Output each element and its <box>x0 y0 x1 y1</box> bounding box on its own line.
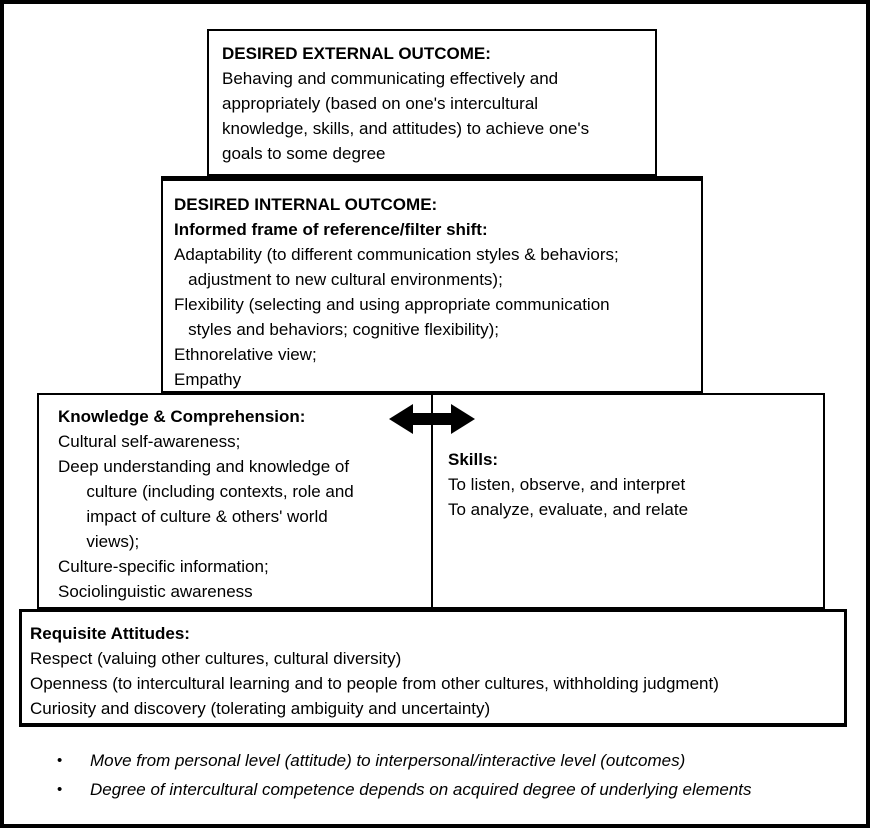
internal-outcome-title: DESIRED INTERNAL OUTCOME: <box>174 195 438 214</box>
text-line: culture (including contexts, role and <box>58 482 354 501</box>
footnote-item: • Move from personal level (attitude) to… <box>57 746 837 775</box>
skills-title: Skills: <box>448 450 499 469</box>
text-line: Cultural self-awareness; <box>58 432 241 451</box>
text-line: appropriately (based on one's intercultu… <box>222 94 539 113</box>
bullet-icon: • <box>57 781 63 798</box>
footnote-text: Degree of intercultural competence depen… <box>90 780 752 799</box>
text-line: Flexibility (selecting and using appropr… <box>174 295 610 314</box>
double-arrow-icon <box>389 404 475 434</box>
attitudes-title: Requisite Attitudes: <box>30 624 190 643</box>
text-line: Culture-specific information; <box>58 557 269 576</box>
footnote-item: • Degree of intercultural competence dep… <box>57 775 837 804</box>
box-knowledge-and-skills: Knowledge & Comprehension: Cultural self… <box>37 393 825 609</box>
text-line: styles and behaviors; cognitive flexibil… <box>174 320 500 339</box>
text-line: Behaving and communicating effectively a… <box>222 69 559 88</box>
text-line: Empathy <box>174 370 242 389</box>
text-line: Ethnorelative view; <box>174 345 317 364</box>
box-desired-internal-outcome: DESIRED INTERNAL OUTCOME: Informed frame… <box>161 176 703 393</box>
box-desired-external-outcome: DESIRED EXTERNAL OUTCOME: Behaving and c… <box>207 29 657 176</box>
box-skills: Skills: To listen, observe, and interpre… <box>433 395 823 607</box>
text-line: Curiosity and discovery (tolerating ambi… <box>30 699 491 718</box>
text-line: To listen, observe, and interpret <box>448 475 686 494</box>
text-line: Respect (valuing other cultures, cultura… <box>30 649 402 668</box>
text-line: adjustment to new cultural environments)… <box>174 270 503 289</box>
internal-outcome-subtitle: Informed frame of reference/filter shift… <box>174 220 488 239</box>
box-knowledge-comprehension: Knowledge & Comprehension: Cultural self… <box>39 395 433 607</box>
footnote-text: Move from personal level (attitude) to i… <box>90 751 686 770</box>
text-line: Deep understanding and knowledge of <box>58 457 350 476</box>
text-line: Adaptability (to different communication… <box>174 245 619 264</box>
text-line: Openness (to intercultural learning and … <box>30 674 719 693</box>
text-line: Sociolinguistic awareness <box>58 582 253 601</box>
box-requisite-attitudes: Requisite Attitudes: Respect (valuing ot… <box>19 609 847 727</box>
footnotes: • Move from personal level (attitude) to… <box>57 746 837 804</box>
bullet-icon: • <box>57 752 63 769</box>
external-outcome-title: DESIRED EXTERNAL OUTCOME: <box>222 44 491 63</box>
text-line: views); <box>58 532 140 551</box>
knowledge-title: Knowledge & Comprehension: <box>58 407 306 426</box>
text-line: goals to some degree <box>222 144 386 163</box>
text-line: knowledge, skills, and attitudes) to ach… <box>222 119 590 138</box>
text-line: impact of culture & others' world <box>58 507 328 526</box>
text-line: To analyze, evaluate, and relate <box>448 500 689 519</box>
